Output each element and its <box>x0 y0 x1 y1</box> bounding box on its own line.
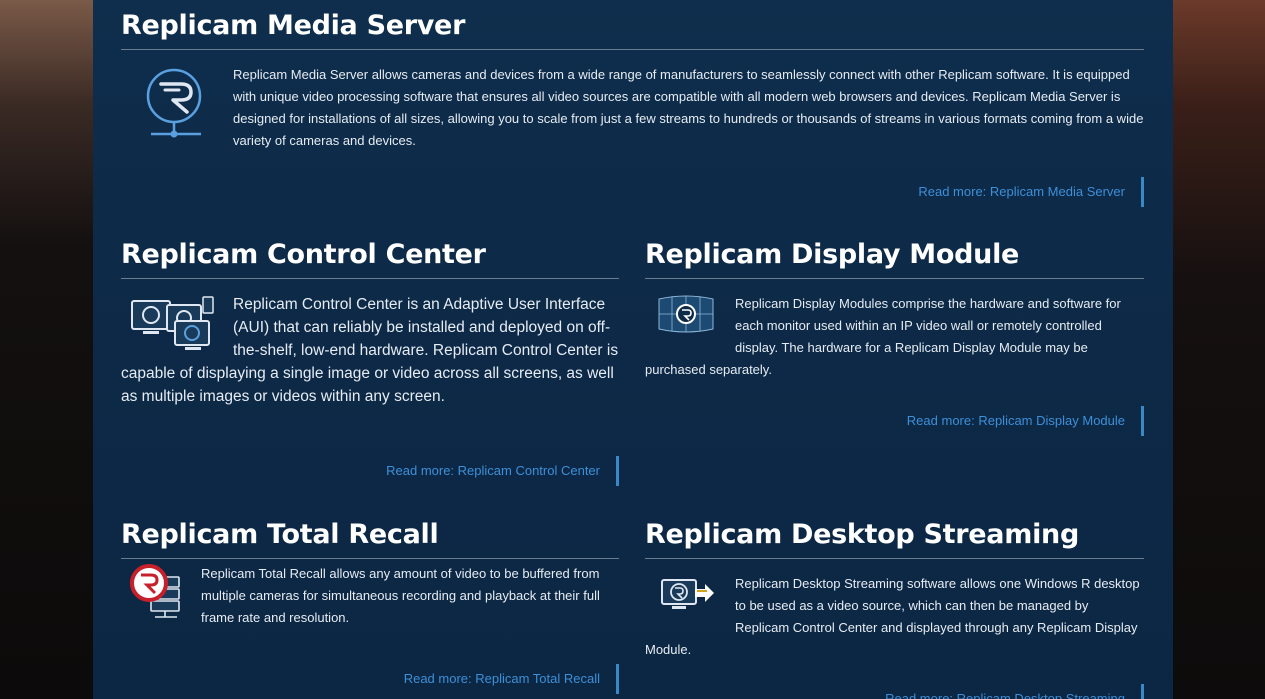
display-module-body: Replicam Display Modules comprise the ha… <box>645 293 1144 381</box>
desktop-streaming-body: Replicam Desktop Streaming software allo… <box>645 573 1144 661</box>
total-recall-title: Replicam Total Recall <box>121 518 619 559</box>
total-recall-body: Replicam Total Recall allows any amount … <box>121 563 619 629</box>
desktop-streaming-title: Replicam Desktop Streaming <box>645 518 1144 559</box>
recording-server-icon <box>129 563 183 626</box>
replicam-server-icon <box>141 62 207 149</box>
read-more-desktop-streaming-link[interactable]: Read more: Replicam Desktop Streaming <box>885 684 1144 699</box>
read-more-media-server-link[interactable]: Read more: Replicam Media Server <box>918 177 1144 207</box>
content-panel: Replicam Media Server Replicam Media Ser… <box>93 0 1173 699</box>
background-right <box>1165 0 1265 699</box>
background-left <box>0 0 93 699</box>
control-center-section: Replicam Control Center Replicam Control… <box>121 238 619 488</box>
control-center-body: Replicam Control Center is an Adaptive U… <box>121 293 619 408</box>
control-center-title: Replicam Control Center <box>121 238 619 279</box>
video-wall-icon <box>657 295 715 340</box>
total-recall-section: Replicam Total Recall Replicam Total Rec… <box>121 518 619 699</box>
read-more-control-center-link[interactable]: Read more: Replicam Control Center <box>386 456 619 486</box>
read-more-display-module-link[interactable]: Read more: Replicam Display Module <box>907 406 1144 436</box>
display-module-section: Replicam Display Module Replicam Display… <box>645 238 1144 448</box>
media-server-body: Replicam Media Server allows cameras and… <box>121 64 1144 152</box>
media-server-text: Replicam Media Server allows cameras and… <box>233 67 1144 148</box>
display-module-text: Replicam Display Modules comprise the ha… <box>645 296 1121 377</box>
media-server-title: Replicam Media Server <box>121 9 1144 50</box>
read-more-total-recall-link[interactable]: Read more: Replicam Total Recall <box>404 664 619 694</box>
desktop-streaming-section: Replicam Desktop Streaming Replicam Desk… <box>645 518 1144 699</box>
display-module-title: Replicam Display Module <box>645 238 1144 279</box>
desktop-stream-icon <box>659 577 715 620</box>
desktop-streaming-text: Replicam Desktop Streaming software allo… <box>645 576 1140 657</box>
total-recall-text: Replicam Total Recall allows any amount … <box>201 566 600 625</box>
media-server-section: Replicam Media Server Replicam Media Ser… <box>121 9 1144 207</box>
multi-monitor-icon <box>129 295 215 360</box>
control-center-text: Replicam Control Center is an Adaptive U… <box>121 296 619 405</box>
